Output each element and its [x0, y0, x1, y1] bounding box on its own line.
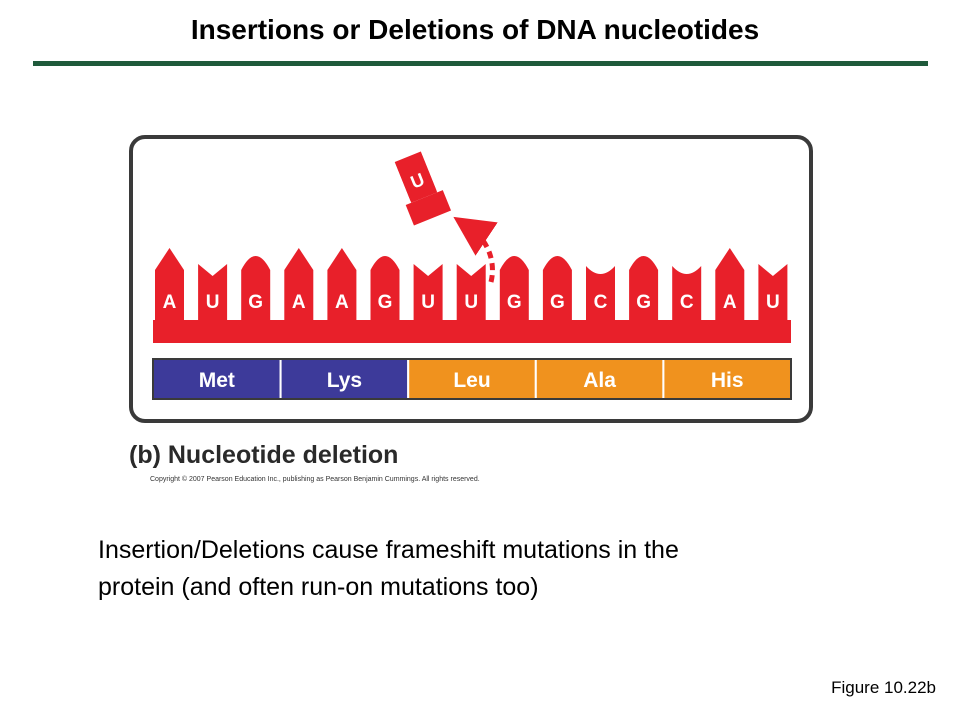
nucleotide-letter: U [766, 292, 780, 313]
nucleotide-11: C [586, 266, 615, 322]
nucleotide-1: A [155, 248, 184, 322]
codon-row: Met Lys Leu Ala His [152, 358, 793, 400]
codon-label: Met [199, 369, 235, 392]
nucleotide-letter: G [636, 292, 651, 313]
nucleotide-letter: U [421, 292, 435, 313]
nucleotide-letter: C [680, 292, 694, 313]
codon-box [407, 358, 537, 400]
nucleotide-letter: U [464, 292, 478, 313]
codon-leu: Leu [407, 358, 537, 400]
nucleotide-shape [758, 264, 788, 322]
figure-caption: (b) Nucleotide deletion [129, 441, 398, 469]
nucleotide-shape [629, 256, 659, 322]
codon-ala: Ala [534, 358, 665, 400]
nucleotide-shape [370, 256, 400, 322]
nucleotide-shape [456, 264, 486, 322]
nucleotide-letter: A [335, 292, 349, 313]
nucleotide-5: A [327, 248, 357, 322]
rna-backbone [153, 320, 791, 343]
nucleotide-shape [542, 256, 572, 322]
nucleotide-9: G [499, 256, 529, 322]
nucleotide-letter: A [292, 292, 306, 313]
nucleotide-shape [155, 248, 184, 322]
nucleotide-3: G [241, 256, 271, 322]
nucleotide-letter: U [206, 292, 220, 313]
nucleotide-shape [499, 256, 529, 322]
nucleotide-letter: A [163, 292, 177, 313]
nucleotide-7: U [413, 264, 443, 322]
removal-arrow [453, 216, 498, 283]
copyright-notice: Copyright © 2007 Pearson Education Inc.,… [150, 475, 480, 483]
nucleotide-8: U [456, 264, 486, 322]
nucleotide-letter: G [378, 292, 393, 313]
figure-reference: Figure 10.22b [831, 678, 936, 697]
body-line-1: Insertion/Deletions cause frameshift mut… [98, 536, 679, 564]
slide-title: Insertions or Deletions of DNA nucleotid… [190, 14, 760, 45]
nucleotide-letter: G [550, 292, 565, 313]
title-rule [33, 61, 928, 66]
nucleotide-letter: G [507, 292, 522, 313]
nucleotide-6: G [370, 256, 400, 322]
nucleotide-letter: C [594, 292, 608, 313]
deleted-nucleotide: U [394, 151, 452, 226]
body-text: Insertion/Deletions cause frameshift mut… [98, 532, 898, 606]
nucleotide-shape [672, 266, 702, 322]
nucleotide-shape [327, 248, 357, 322]
nucleotide-letter: A [723, 292, 737, 313]
codon-his: His [662, 358, 793, 400]
nucleotide-4: A [284, 248, 314, 322]
nucleotide-12: G [629, 256, 659, 322]
nucleotide-2: U [198, 264, 228, 322]
codon-label: Lys [327, 369, 362, 392]
nucleotide-15: U [758, 264, 788, 322]
codon-met: Met [152, 358, 282, 400]
codon-label: Ala [583, 369, 616, 392]
nucleotide-shape [586, 266, 615, 322]
nucleotide-14: A [715, 248, 745, 322]
codon-label: Leu [453, 369, 490, 392]
codon-label: His [711, 369, 744, 392]
nucleotide-letter: G [248, 292, 263, 313]
nucleotide-10: G [542, 256, 572, 322]
nucleotide-shape [413, 264, 443, 322]
nucleotide-13: C [672, 266, 702, 322]
codon-box [534, 358, 665, 400]
nucleotide-shape [198, 264, 228, 322]
codon-lys: Lys [279, 358, 410, 400]
nucleotide-shape [284, 248, 314, 322]
codon-row-outline [152, 358, 792, 400]
nucleotide-shape [241, 256, 271, 322]
nucleotide-shape [715, 248, 745, 322]
body-line-2: protein (and often run-on mutations too) [98, 573, 539, 601]
